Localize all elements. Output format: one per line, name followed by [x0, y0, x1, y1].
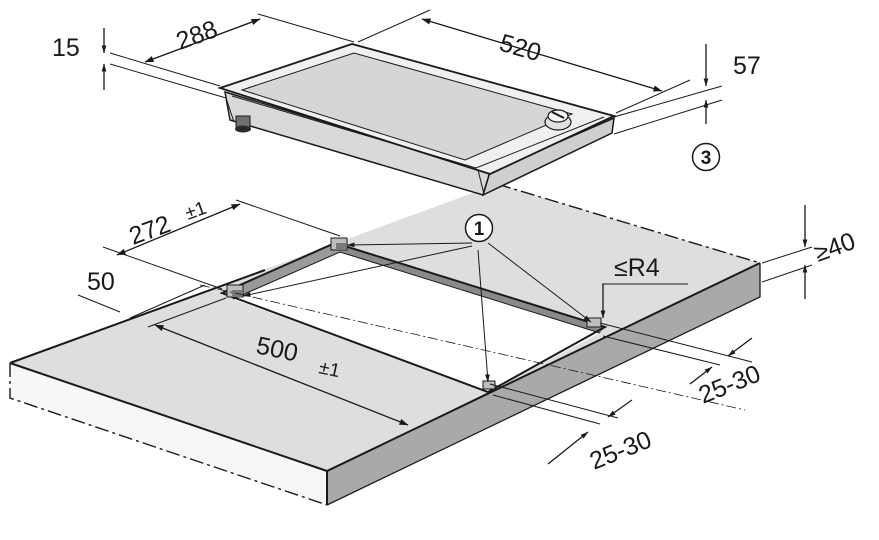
- dim-40-label: ≥40: [810, 227, 859, 268]
- callout-3-label: 3: [701, 148, 712, 169]
- dim-500-tolerance: ±1: [317, 357, 342, 382]
- dimension-50: 50: [77, 268, 206, 319]
- worktop-left-edge: [10, 363, 327, 505]
- dim-288-label: 288: [172, 15, 221, 56]
- dimension-57: 57: [613, 44, 761, 135]
- cutout-opening: [233, 252, 600, 392]
- bracket-back-left: [330, 237, 348, 251]
- cutout-center-line: [199, 284, 746, 411]
- callout-1: 1: [242, 213, 592, 383]
- dim-25-30-b-label: 25-30: [586, 426, 656, 476]
- worktop-cut-edge-back: [496, 183, 761, 264]
- cutout: [199, 237, 746, 411]
- dimension-15: 15: [52, 28, 227, 99]
- hob-foot: [235, 115, 251, 133]
- bracket-back-right: [586, 317, 602, 328]
- worktop-front-edge: [327, 263, 760, 505]
- hob-control-knob: [544, 109, 572, 131]
- dim-25-30-a-label: 25-30: [695, 360, 765, 410]
- cutout-inner-wall-left: [222, 243, 340, 299]
- dim-272-label: 272: [125, 210, 174, 251]
- hob: [217, 43, 617, 197]
- dim-272-tolerance: ±1: [183, 198, 210, 225]
- dim-57-label: 57: [733, 52, 761, 80]
- dimension-40: ≥40: [761, 205, 859, 299]
- callout-3: 3: [691, 142, 721, 172]
- dimension-radius: ≤R4: [600, 254, 688, 319]
- dim-520-label: 520: [496, 29, 544, 67]
- dim-15-label: 15: [52, 34, 80, 62]
- cutout-inner-wall-back: [335, 243, 605, 333]
- dim-radius-label: ≤R4: [614, 254, 660, 282]
- hob-glass: [240, 52, 574, 161]
- worktop-cut-edge-left: [9, 363, 328, 506]
- callout-1-label: 1: [474, 219, 485, 240]
- dim-50-label: 50: [87, 268, 115, 296]
- bracket-front-left: [226, 284, 244, 298]
